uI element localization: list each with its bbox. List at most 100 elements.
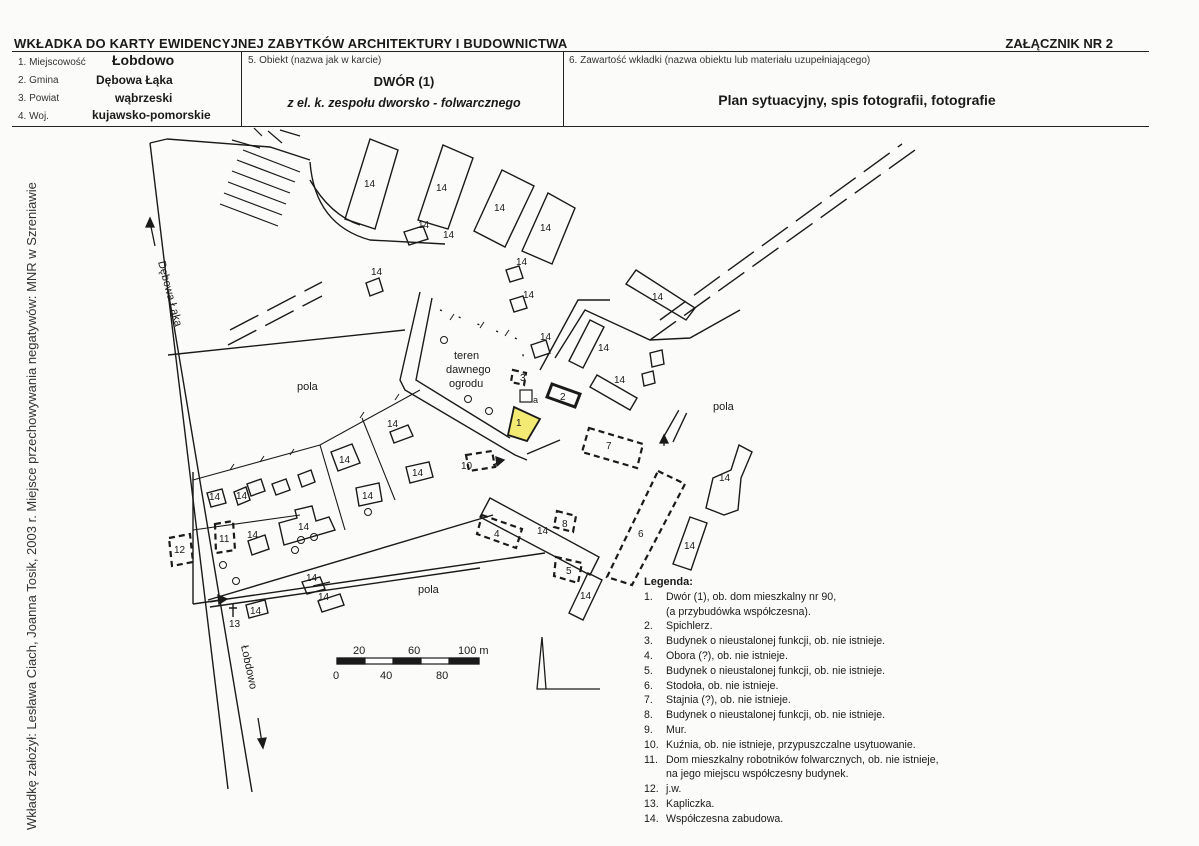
legend-item-text: Kapliczka. xyxy=(666,797,715,810)
legend-item-number: 8. xyxy=(644,709,653,722)
legend-item-text: Budynek o nieustalonej funkcji, ob. nie … xyxy=(666,709,886,722)
object-field-label: 5. Obiekt (nazwa jak w karcie) xyxy=(248,55,382,66)
annex-label: ZAŁĄCZNIK NR 2 xyxy=(1005,36,1113,51)
direction-arrows xyxy=(144,216,670,750)
code-14: 14 xyxy=(494,203,506,214)
legend-title: Legenda: xyxy=(644,576,693,588)
legend-item-number: 1. xyxy=(644,590,653,603)
legend-item: 10.Kuźnia, ob. nie istnieje, przypuszcza… xyxy=(618,738,939,753)
former-buildings xyxy=(167,368,687,587)
map-legend: Legenda: 1. Dwór (1), ob. dom mieszkalny … xyxy=(618,575,939,827)
code-14: 14 xyxy=(540,223,552,234)
modern-buildings xyxy=(206,138,753,621)
legend-item-number: 11. xyxy=(644,753,658,766)
field-label-county: 3. Powiat xyxy=(18,93,60,104)
garden-label-3: ogrodu xyxy=(449,378,483,390)
code-14: 14 xyxy=(540,332,552,343)
code-14: 14 xyxy=(537,526,549,537)
annex-a xyxy=(519,389,533,403)
legend-item-text: Stodoła, ob. nie istnieje. xyxy=(666,679,779,692)
field-label-voivodeship: 4. Woj. xyxy=(18,111,49,122)
field-value-locality: Łobdowo xyxy=(112,52,175,68)
code-14: 14 xyxy=(339,455,351,466)
legend-item: 13. Kapliczka. xyxy=(618,797,939,812)
code-14: 14 xyxy=(209,492,221,503)
legend-item-number: 10. xyxy=(644,738,659,751)
svg-text:100 m: 100 m xyxy=(458,645,489,657)
legend-item-text-continued: na jego miejscu współczesny budynek. xyxy=(666,768,849,781)
code-14: 14 xyxy=(436,183,448,194)
legend-item-number: 2. xyxy=(644,620,653,633)
code-14: 14 xyxy=(598,343,610,354)
code-14: 14 xyxy=(306,573,318,584)
legend-item-text: Budynek o nieustalonej funkcji, ob. nie … xyxy=(666,635,886,648)
granary-building-2 xyxy=(545,382,582,409)
legend-item-number: 6. xyxy=(644,679,653,692)
legend-item-number: 5. xyxy=(644,664,653,677)
code-14: 14 xyxy=(236,491,248,502)
legend-item-number: 14. xyxy=(644,812,659,825)
code-3: 3 xyxy=(520,373,526,384)
legend-item-text-continued: (a przybudówka współczesna). xyxy=(666,605,811,618)
form-divider-2 xyxy=(563,51,565,127)
field-label-left: pola xyxy=(297,381,319,393)
legend-item-text: Mur. xyxy=(666,723,687,736)
legend-item-text: Dom mieszkalny robotników folwarcznych, … xyxy=(666,753,939,766)
field-label-commune: 2. Gmina xyxy=(18,75,59,86)
road-label-debowa: Dębowa Łąka xyxy=(155,260,184,329)
code-5: 5 xyxy=(566,566,572,577)
code-14: 14 xyxy=(371,267,383,278)
code-14: 14 xyxy=(298,522,310,533)
hatch-lines xyxy=(219,127,301,227)
svg-text:0: 0 xyxy=(333,670,339,682)
scale-bar xyxy=(336,657,480,665)
legend-item: 4. Obora (?), ob. nie istnieje. xyxy=(618,649,939,664)
garden-wall xyxy=(439,309,526,366)
code-13: 13 xyxy=(229,619,241,630)
code-14: 14 xyxy=(418,220,430,231)
legend-item-number: 13. xyxy=(644,797,659,810)
legend-item-number: 4. xyxy=(644,649,653,662)
field-value-commune: Dębowa Łąka xyxy=(96,73,173,87)
legend-item-text: Obora (?), ob. nie istnieje. xyxy=(666,649,788,662)
legend-item: 8. Budynek o nieustalonej funkcji, ob. ni… xyxy=(618,708,939,723)
dashed-roads xyxy=(227,143,916,443)
code-14: 14 xyxy=(523,290,535,301)
field-label-right: pola xyxy=(713,401,735,413)
code-14: 14 xyxy=(412,468,424,479)
legend-item-number: 12. xyxy=(644,783,659,796)
legend-item: 2.Spichlerz. xyxy=(618,619,939,634)
code-7: 7 xyxy=(606,441,612,452)
field-value-county: wąbrzeski xyxy=(115,91,173,105)
form-header-box xyxy=(12,51,1149,127)
code-14: 14 xyxy=(652,292,664,303)
garden-label-2: dawnego xyxy=(446,364,491,376)
chapel-13-symbol xyxy=(229,603,237,617)
legend-item: 12.j.w. xyxy=(618,782,939,797)
code-10: 10 xyxy=(461,461,473,472)
legend-item: 5.Budynek o nieustalonej funkcji, ob. ni… xyxy=(618,664,939,679)
code-8: 8 xyxy=(562,519,568,530)
field-fence-lines xyxy=(192,389,421,531)
code-14: 14 xyxy=(719,473,731,484)
legend-item-text: Dwór (1), ob. dom mieszkalny nr 90, xyxy=(666,590,837,603)
legend-item-text: Stajnia (?), ob. nie istnieje. xyxy=(666,694,791,707)
content-value: Plan sytuacyjny, spis fotografii, fotogr… xyxy=(718,92,996,108)
code-6: 6 xyxy=(638,529,644,540)
road-label-lobdowo: Łobdowo xyxy=(238,644,259,690)
svg-text:20: 20 xyxy=(353,645,365,657)
legend-item: 14.Współczesna zabudowa. xyxy=(618,812,939,827)
code-14: 14 xyxy=(362,491,374,502)
legend-item: 1. Dwór (1), ob. dom mieszkalny nr 90, (a … xyxy=(618,590,939,620)
code-14: 14 xyxy=(247,530,259,541)
svg-text:40: 40 xyxy=(380,670,392,682)
code-14: 14 xyxy=(364,179,376,190)
field-label-locality: 1. Miejscowość xyxy=(18,57,86,68)
code-a: a xyxy=(533,395,538,405)
code-4: 4 xyxy=(494,529,500,540)
manor-building-1 xyxy=(506,405,542,443)
svg-text:80: 80 xyxy=(436,670,448,682)
scale-labels: 20 60 100 m 0 40 80 xyxy=(333,645,489,682)
object-name: DWÓR (1) xyxy=(373,74,435,89)
